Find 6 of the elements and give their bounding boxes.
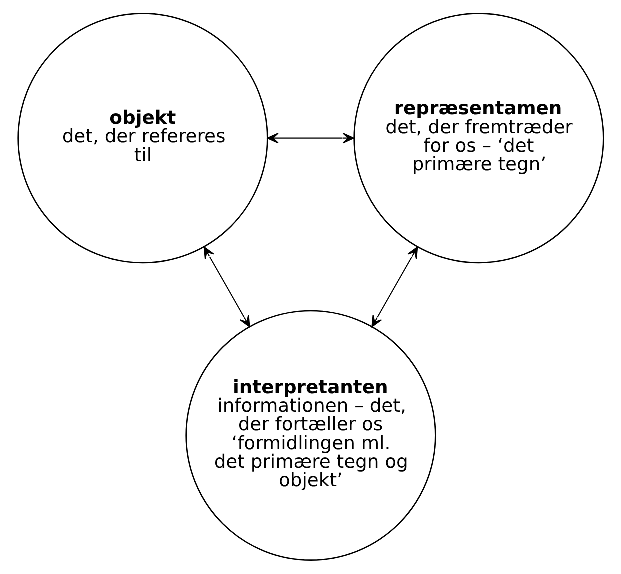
node-circle: interpretanten informationen – det, der fortæller os ‘formidlingen ml. det primære tegn og objekt’ <box>185 310 436 561</box>
node-circle: repræsentamen det, der fremtræder for os – ‘det primære tegn’ <box>353 13 604 264</box>
node-circle: objekt det, der refereres til <box>17 13 268 264</box>
arrow <box>203 246 250 328</box>
arrow <box>371 246 418 328</box>
arrow <box>266 133 354 144</box>
